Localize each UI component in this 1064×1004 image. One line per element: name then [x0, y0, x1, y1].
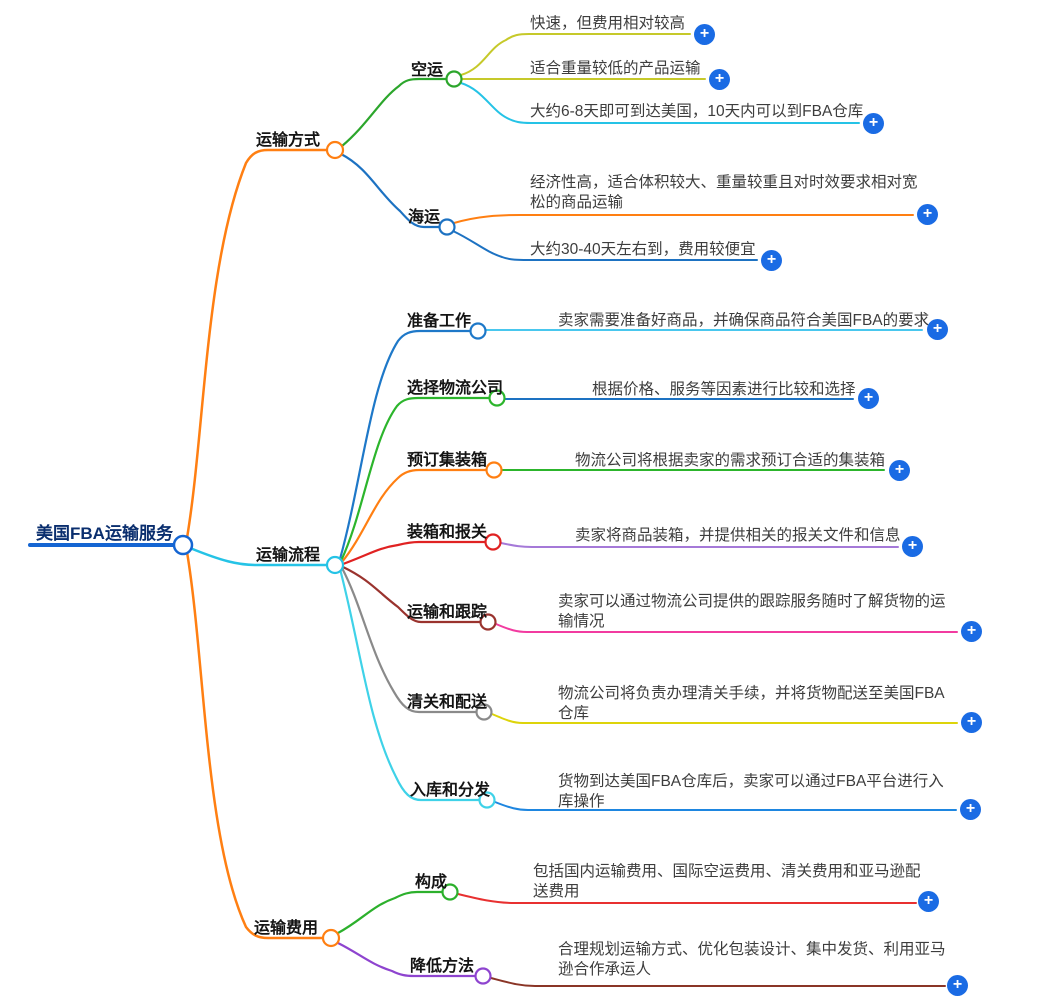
leaf-text[interactable]: 根据价格、服务等因素进行比较和选择 — [592, 381, 856, 398]
expand-plus-icon[interactable] — [918, 891, 939, 912]
node-label-composition[interactable]: 构成 — [415, 874, 448, 891]
node-label-process[interactable]: 运输流程 — [256, 547, 321, 564]
node-dot-transport-tracking[interactable] — [479, 613, 497, 631]
node-dot-reduce-methods[interactable] — [474, 967, 492, 985]
root-node-dot[interactable] — [172, 534, 194, 556]
leaf-text[interactable]: 经济性高，适合体积较大、重量较重且对时效要求相对宽 松的商品运输 — [530, 174, 918, 211]
leaf-text[interactable]: 卖家需要准备好商品，并确保商品符合美国FBA的要求 — [558, 312, 930, 329]
expand-plus-icon[interactable] — [960, 799, 981, 820]
node-label-sea[interactable]: 海运 — [408, 209, 441, 226]
expand-plus-icon[interactable] — [961, 712, 982, 733]
node-dot-composition[interactable] — [441, 883, 459, 901]
node-label-clearance-delivery[interactable]: 清关和配送 — [407, 694, 488, 711]
node-dot-book-container[interactable] — [485, 461, 503, 479]
leaf-text[interactable]: 大约30-40天左右到，费用较便宜 — [530, 241, 756, 258]
node-dot-methods[interactable] — [325, 140, 345, 160]
leaf-text[interactable]: 卖家将商品装箱，并提供相关的报关文件和信息 — [575, 527, 901, 544]
connector-packing-customs — [341, 540, 487, 566]
node-label-book-container[interactable]: 预订集装箱 — [407, 452, 488, 469]
node-label-reduce-methods[interactable]: 降低方法 — [410, 958, 475, 975]
node-label-air[interactable]: 空运 — [411, 62, 444, 79]
leaf-text[interactable]: 物流公司将根据卖家的需求预订合适的集装箱 — [575, 452, 886, 469]
connector-composition — [336, 890, 444, 935]
node-dot-air[interactable] — [445, 70, 463, 88]
leaf-text[interactable]: 包括国内运输费用、国际空运费用、清关费用和亚马逊配 送费用 — [533, 863, 921, 900]
expand-plus-icon[interactable] — [761, 250, 782, 271]
leaf-text[interactable]: 合理规划运输方式、优化包装设计、集中发货、利用亚马 逊合作承运人 — [558, 941, 946, 978]
node-label-inbound[interactable]: 入库和分发 — [410, 782, 491, 799]
node-dot-packing-customs[interactable] — [484, 533, 502, 551]
leaf-text[interactable]: 快速，但费用相对较高 — [530, 15, 686, 32]
node-dot-cost[interactable] — [321, 928, 341, 948]
root-node-label[interactable]: 美国FBA运输服务 — [36, 524, 173, 543]
expand-plus-icon[interactable] — [709, 69, 730, 90]
node-label-transport-tracking[interactable]: 运输和跟踪 — [407, 604, 488, 621]
expand-plus-icon[interactable] — [927, 319, 948, 340]
leaf-text[interactable]: 适合重量较低的产品运输 — [530, 60, 701, 77]
expand-plus-icon[interactable] — [961, 621, 982, 642]
expand-plus-icon[interactable] — [694, 24, 715, 45]
expand-plus-icon[interactable] — [902, 536, 923, 557]
expand-plus-icon[interactable] — [917, 204, 938, 225]
connector-leaf — [453, 214, 914, 224]
leaf-text[interactable]: 大约6-8天即可到达美国，10天内可以到FBA仓库 — [530, 103, 864, 120]
node-label-cost[interactable]: 运输费用 — [254, 920, 319, 937]
leaf-text[interactable]: 物流公司将负责办理清关手续，并将货物配送至美国FBA 仓库 — [558, 685, 945, 722]
leaf-text[interactable]: 货物到达美国FBA仓库后，卖家可以通过FBA平台进行入 库操作 — [558, 773, 944, 810]
expand-plus-icon[interactable] — [858, 388, 879, 409]
connector-branch-cost — [185, 550, 324, 940]
connector-branch-methods — [185, 148, 328, 540]
connector-book-container — [340, 468, 488, 564]
expand-plus-icon[interactable] — [947, 975, 968, 996]
leaf-text[interactable]: 卖家可以通过物流公司提供的跟踪服务随时了解货物的运 输情况 — [558, 593, 946, 630]
node-dot-clearance-delivery[interactable] — [475, 703, 493, 721]
node-dot-prepare[interactable] — [469, 322, 487, 340]
node-label-prepare[interactable]: 准备工作 — [407, 313, 472, 330]
node-label-methods[interactable]: 运输方式 — [256, 132, 321, 149]
node-dot-sea[interactable] — [438, 218, 456, 236]
connector-air — [340, 77, 448, 148]
expand-plus-icon[interactable] — [889, 460, 910, 481]
expand-plus-icon[interactable] — [863, 113, 884, 134]
node-dot-choose-logistics[interactable] — [488, 389, 506, 407]
node-label-packing-customs[interactable]: 装箱和报关 — [407, 524, 488, 541]
node-dot-process[interactable] — [325, 555, 345, 575]
node-dot-inbound[interactable] — [478, 791, 496, 809]
node-label-choose-logistics[interactable]: 选择物流公司 — [407, 380, 504, 397]
